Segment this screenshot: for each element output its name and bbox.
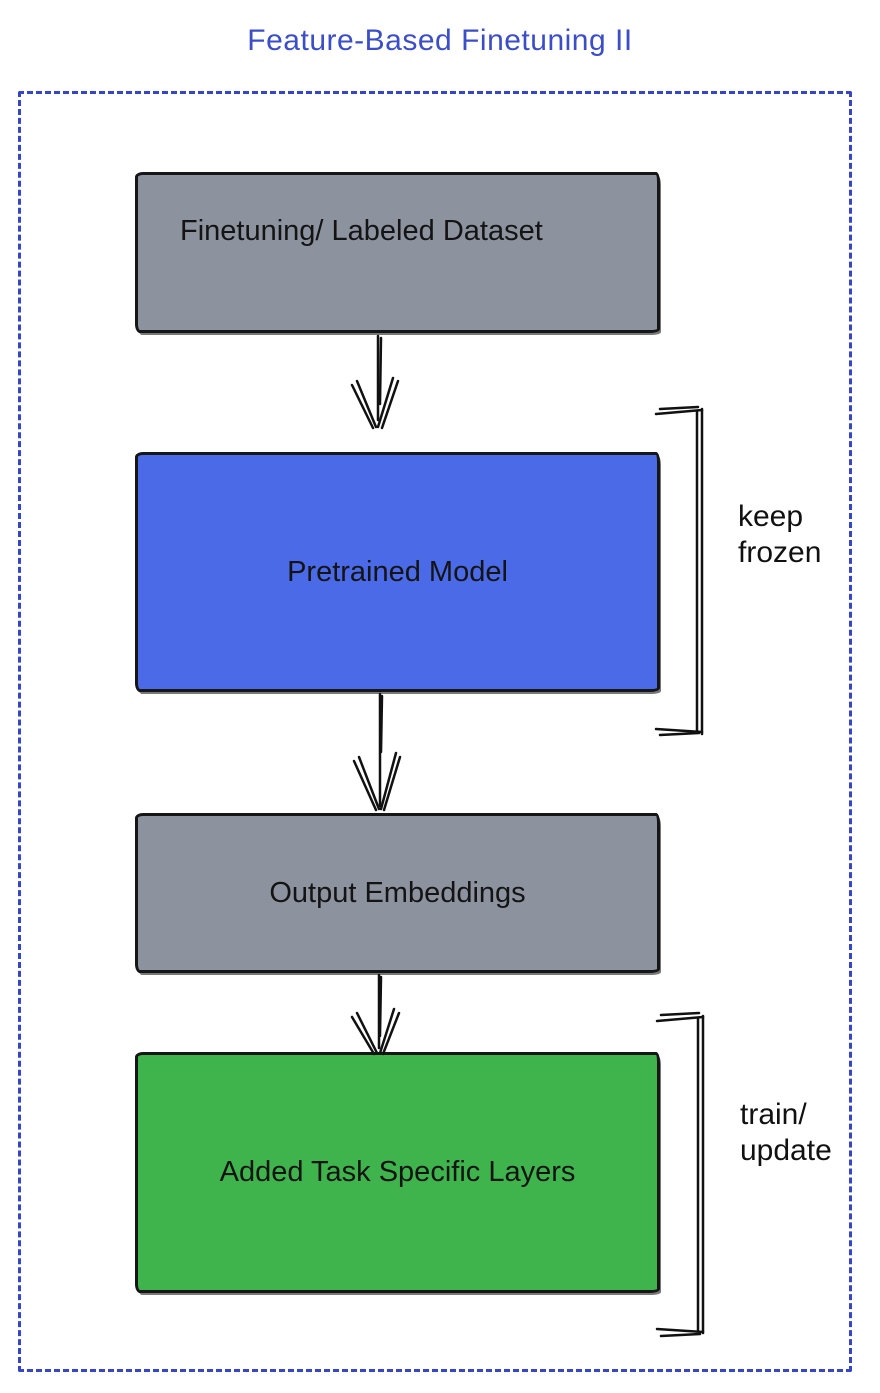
box-label: Output Embeddings bbox=[269, 876, 526, 909]
train-update-label: train/ update bbox=[740, 1097, 832, 1169]
diagram-title: Feature-Based Finetuning II bbox=[247, 24, 633, 57]
note-line: train/ bbox=[740, 1098, 807, 1131]
box-output-embeddings: Output Embeddings bbox=[135, 813, 660, 973]
box-finetuning-labeled-dataset: Finetuning/ Labeled Dataset bbox=[135, 172, 660, 333]
box-label: Added Task Specific Layers bbox=[219, 1156, 576, 1188]
box-label: Pretrained Model bbox=[287, 555, 508, 588]
box-label: Finetuning/ Labeled Dataset bbox=[180, 215, 543, 247]
box-added-task-specific-layers: Added Task Specific Layers bbox=[135, 1052, 660, 1293]
note-line: frozen bbox=[738, 536, 822, 569]
note-line: update bbox=[740, 1134, 832, 1167]
note-line: keep bbox=[738, 500, 804, 533]
dashed-frame bbox=[18, 91, 852, 1372]
box-pretrained-model: Pretrained Model bbox=[135, 452, 660, 692]
keep-frozen-label: keep frozen bbox=[738, 499, 821, 571]
